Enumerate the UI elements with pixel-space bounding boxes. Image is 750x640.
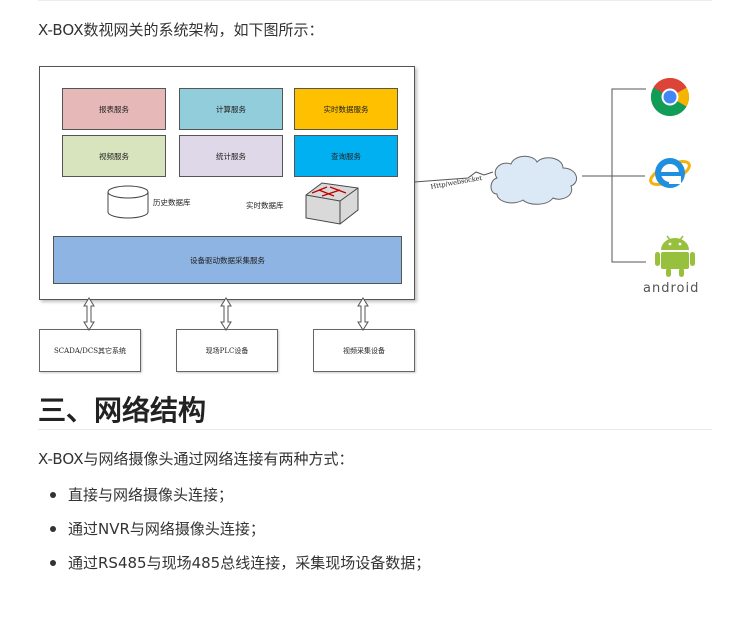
chrome-icon (650, 77, 690, 117)
section-intro: X-BOX与网络摄像头通过网络连接有两种方式： (38, 450, 354, 468)
android-wordmark: android (643, 281, 700, 296)
service-query: 查询服务 (294, 135, 398, 177)
history-db-label: 历史数据库 (153, 198, 191, 207)
cloud-icon (490, 155, 578, 205)
device-video: 视频采集设备 (313, 329, 415, 372)
list-item: 直接与网络摄像头连接； (38, 484, 430, 518)
intro-text: X-BOX数视网关的系统架构，如下图所示： (38, 21, 324, 39)
cloud-label: Web/internet (511, 167, 558, 175)
list-item: 通过NVR与网络摄像头连接； (38, 518, 430, 552)
service-video: 视频服务 (62, 135, 166, 177)
bullet-icon (50, 492, 56, 498)
client-bracket (611, 88, 646, 263)
connection-list: 直接与网络摄像头连接； 通过NVR与网络摄像头连接； 通过RS485与现场485… (38, 484, 430, 586)
device-scada: SCADA/DCS其它系统 (39, 329, 141, 372)
device-plc: 现场PLC设备 (176, 329, 278, 372)
service-compute: 计算服务 (179, 88, 283, 130)
bullet-icon (50, 560, 56, 566)
service-report: 报表服务 (62, 88, 166, 130)
section-heading: 三、网络结构 (38, 394, 207, 427)
realtime-db-label: 实时数据库 (246, 201, 284, 210)
list-item: 通过RS485与现场485总线连接，采集现场设备数据； (38, 552, 430, 586)
service-realtime: 实时数据服务 (294, 88, 398, 130)
collector-service: 设备驱动数据采集服务 (53, 236, 402, 284)
ie-icon (649, 158, 691, 188)
service-statistics: 统计服务 (179, 135, 283, 177)
android-icon (655, 235, 695, 277)
updown-arrows (83, 297, 369, 331)
top-divider (38, 0, 712, 1)
bullet-icon (50, 526, 56, 532)
protocol-label: Http/websocket (430, 173, 483, 191)
heading-divider (38, 429, 712, 430)
